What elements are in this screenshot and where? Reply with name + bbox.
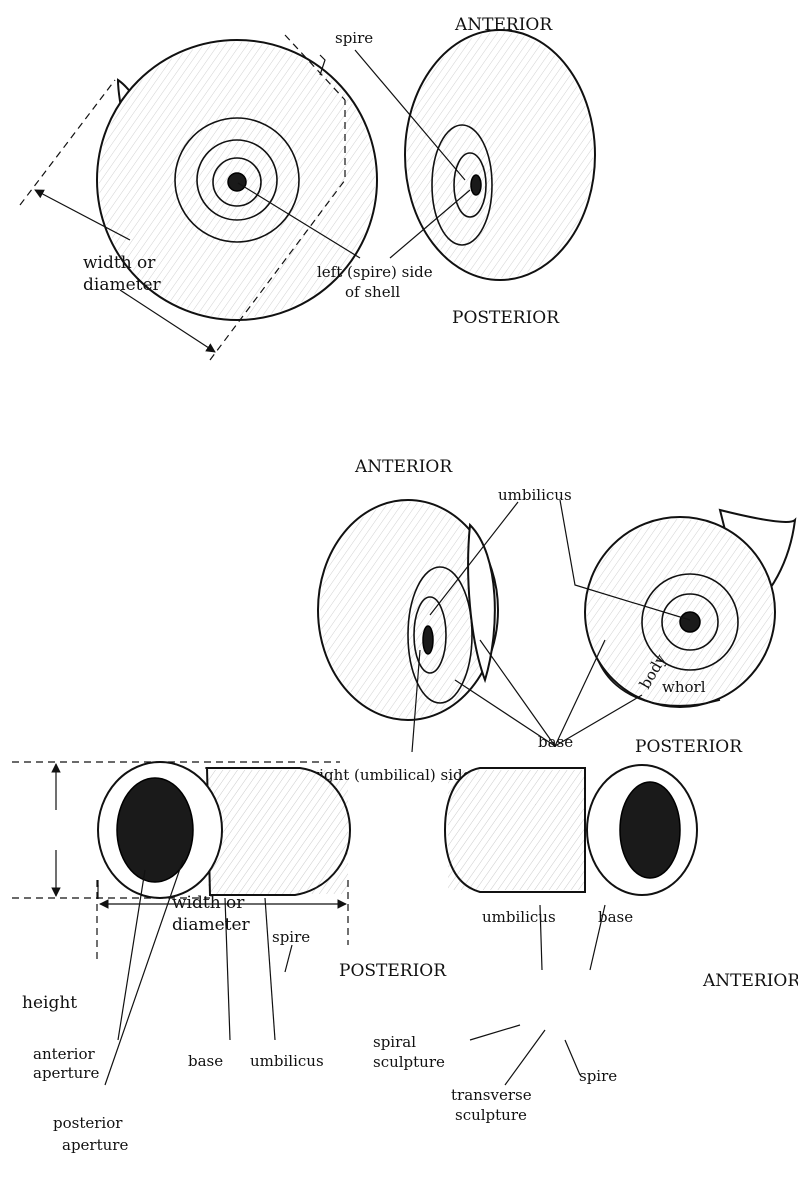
bottom-right-shell: [445, 765, 697, 895]
bottom-transverse-label-2: sculpture: [455, 1106, 527, 1124]
middle-left-shell: [318, 500, 498, 720]
top-spire-label: spire: [335, 29, 373, 47]
bottom-base-left-label: base: [188, 1052, 223, 1070]
middle-umbilicus-label: umbilicus: [498, 486, 572, 504]
bottom-posterior-aperture-2: aperture: [62, 1136, 128, 1154]
bottom-anterior-aperture-2: aperture: [33, 1064, 99, 1082]
bottom-spire-left-label: spire: [272, 928, 310, 946]
bottom-posterior-aperture-1: posterior: [53, 1114, 123, 1132]
top-left-side-label-1: left (spire) side: [317, 263, 433, 281]
bottom-height-label: height: [22, 993, 77, 1013]
bottom-spiral-label-1: spiral: [373, 1033, 416, 1051]
bottom-umbilicus-left-label: umbilicus: [250, 1052, 324, 1070]
bottom-spiral-label-2: sculpture: [373, 1053, 445, 1071]
middle-base-label: base: [538, 733, 573, 751]
bottom-anterior-label: ANTERIOR: [702, 971, 798, 991]
bottom-width-label-2: diameter: [172, 915, 251, 935]
bottom-umbilicus-right-label: umbilicus: [482, 908, 556, 926]
top-right-shell: [405, 30, 595, 280]
bottom-base-right-label: base: [598, 908, 633, 926]
top-left-side-label-2: of shell: [345, 283, 400, 301]
top-anterior-label: ANTERIOR: [454, 15, 553, 35]
bottom-transverse-label-1: transverse: [451, 1086, 532, 1104]
top-width-label-1: width or: [83, 253, 156, 273]
bottom-left-shell: [98, 762, 350, 898]
middle-whorl-label: whorl: [662, 678, 706, 696]
top-posterior-label: POSTERIOR: [452, 308, 560, 328]
middle-posterior-label: POSTERIOR: [635, 737, 743, 757]
bottom-anterior-aperture-1: anterior: [33, 1045, 96, 1063]
bottom-width-label-1: width or: [172, 893, 245, 913]
bottom-posterior-label: POSTERIOR: [339, 961, 447, 981]
top-width-label-2: diameter: [83, 275, 162, 295]
bottom-spire-right-label: spire: [579, 1067, 617, 1085]
middle-anterior-label: ANTERIOR: [354, 457, 453, 477]
